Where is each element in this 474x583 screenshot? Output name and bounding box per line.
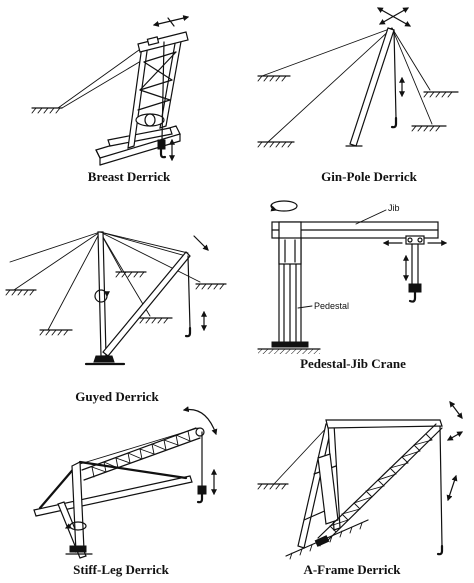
hook-block [157,139,166,150]
ground-anchor [115,271,147,278]
ground-anchor [5,289,37,296]
swing-arrow [378,7,410,25]
vertical-motion-arrow [446,474,458,502]
label-jib: Jib [388,203,400,213]
swing-arrow [152,15,190,27]
breast-derrick-drawing [31,15,190,166]
guy-line [99,231,187,257]
hook-block [408,283,422,293]
caption-guyed-derrick: Guyed Derrick [75,389,159,404]
top-crossbeam [137,31,189,53]
guy-line [57,44,147,109]
swing-arrow [376,7,412,27]
guy-line [99,231,201,283]
ground-anchor [257,483,289,490]
guyed-derrick-drawing [5,231,227,366]
guy-line [273,423,331,485]
guy-line [9,231,101,263]
ground-anchor [39,329,73,336]
guy-line [267,27,393,143]
ground-anchor [31,107,63,114]
boom-luffing-arrow [446,431,464,441]
gin-pole-derrick-drawing [257,7,459,148]
caption-a-frame-derrick: A-Frame Derrick [303,562,401,577]
hook [184,326,192,338]
caption-stiff-leg-derrick: Stiff-Leg Derrick [73,562,169,577]
caption-breast-derrick: Breast Derrick [88,169,171,184]
stiff-leg-derrick-drawing [33,406,218,559]
a-frame-derrick-drawing [257,401,464,560]
boom-luffing-arrow [193,235,209,251]
guy-line [13,231,101,291]
guy-line [61,57,147,109]
ground-anchor [257,141,295,148]
trolley [405,235,425,245]
ground-anchor [195,283,227,290]
boom-luffing-arrow [182,406,218,436]
ground-anchor [411,125,447,132]
hook [390,116,398,129]
guy-line [261,27,393,77]
boom [102,251,191,357]
guy-line [99,231,151,317]
hook-block [197,485,207,495]
caption-pedestal-jib-crane: Pedestal-Jib Crane [300,356,406,371]
mast [97,231,107,357]
guy-line [391,27,433,125]
boom-luffing-arrow [449,401,463,419]
guy-line [391,27,431,91]
label-pedestal: Pedestal [314,301,349,311]
pedestal-jib-crane-drawing [257,200,448,354]
top-beam [325,419,443,429]
guy-line [47,231,101,331]
lattice-boom [317,423,443,543]
gin-pole [349,27,395,147]
lattice-boom [81,427,201,481]
hook [196,492,204,504]
ground-anchor [139,317,173,324]
mast-base [93,355,115,363]
ground-anchor [257,75,291,82]
sill [33,475,193,517]
caption-gin-pole-derrick: Gin-Pole Derrick [321,169,417,184]
hook [408,290,417,303]
pedestal-base [271,341,309,348]
ground-anchor [423,91,459,98]
rotation-arrow [94,295,108,303]
stiff-leg [38,464,78,510]
hook [436,544,444,556]
